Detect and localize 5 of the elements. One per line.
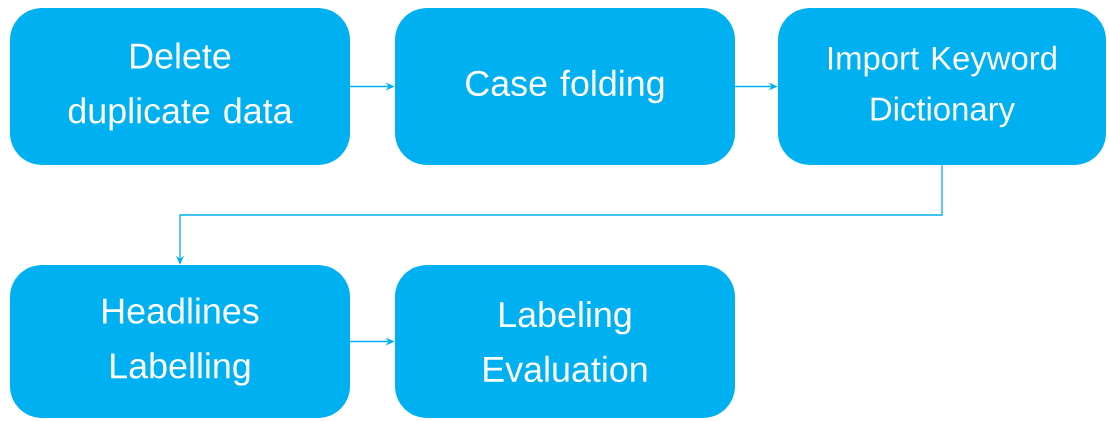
process-box: Labeling Evaluation xyxy=(395,265,735,418)
process-box: Delete duplicate data xyxy=(10,8,350,165)
process-box: Case folding xyxy=(395,8,735,165)
process-box: Import Keyword Dictionary xyxy=(778,8,1106,165)
process-box: Headlines Labelling xyxy=(10,265,350,418)
